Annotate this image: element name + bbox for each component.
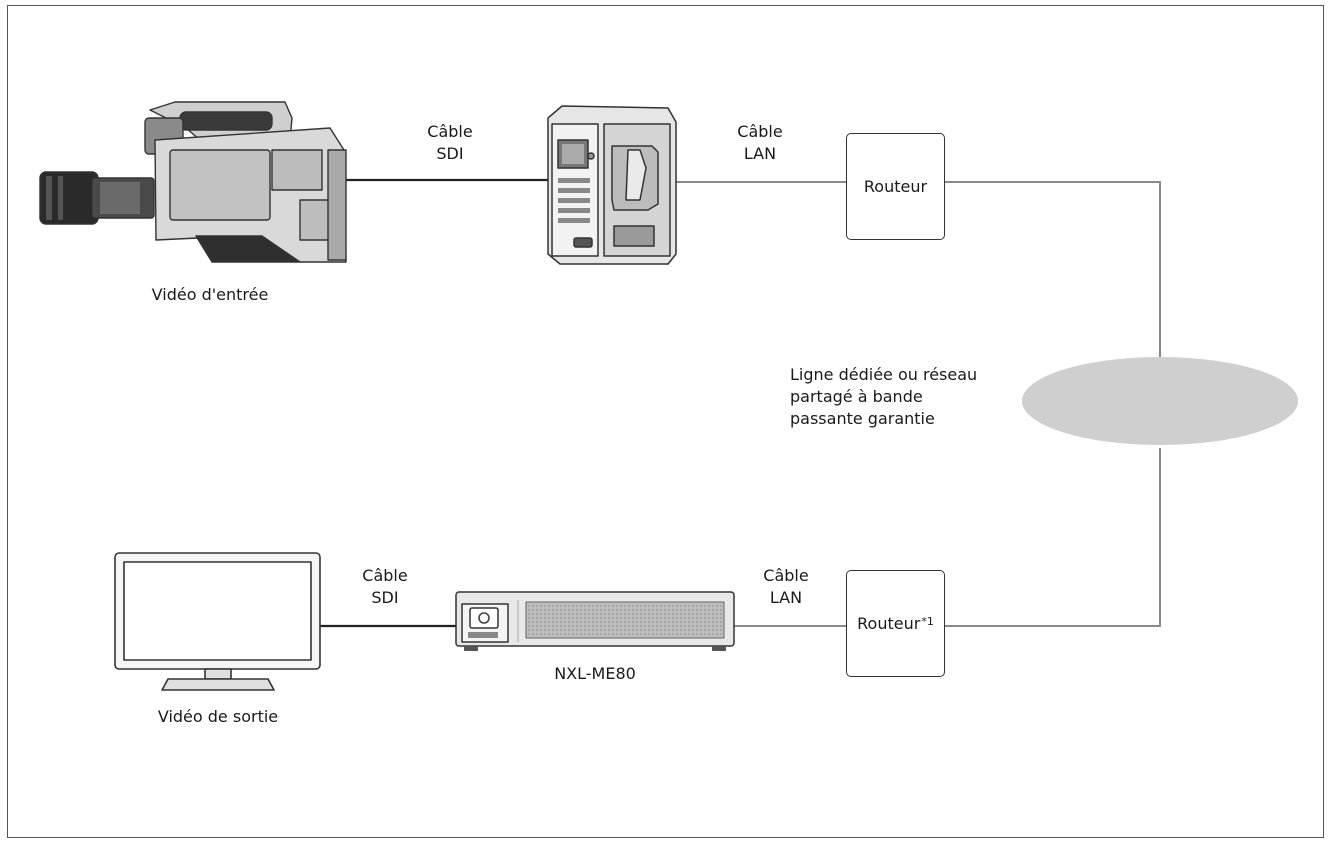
network-link-top [945,181,1161,362]
monitor-icon [114,552,321,691]
router-top: Routeur [846,133,945,240]
cable-label-top-sdi: Câble SDI [427,122,473,163]
decoder-caption: NXL-ME80 [554,664,636,683]
cable-label-top-lan: Câble LAN [737,122,783,163]
router-bottom: Routeur*1 [846,570,945,677]
decoder-vent-grille [528,605,722,635]
network-cloud [1022,357,1298,445]
router-bottom-footnote: *1 [921,615,934,628]
encoder-device-icon [547,105,677,265]
network-link-bottom [945,448,1161,627]
cable-label-bottom-sdi: Câble SDI [362,566,408,607]
camera-icon [39,101,347,263]
router-top-label: Routeur [863,177,928,196]
router-bottom-label: Routeur [857,614,921,633]
camera-caption: Vidéo d'entrée [151,285,269,304]
monitor-caption: Vidéo de sortie [157,707,279,726]
cable-label-bottom-lan: Câble LAN [763,566,809,607]
network-cloud-label: Ligne dédiée ou réseau partagé à bande p… [790,365,978,428]
